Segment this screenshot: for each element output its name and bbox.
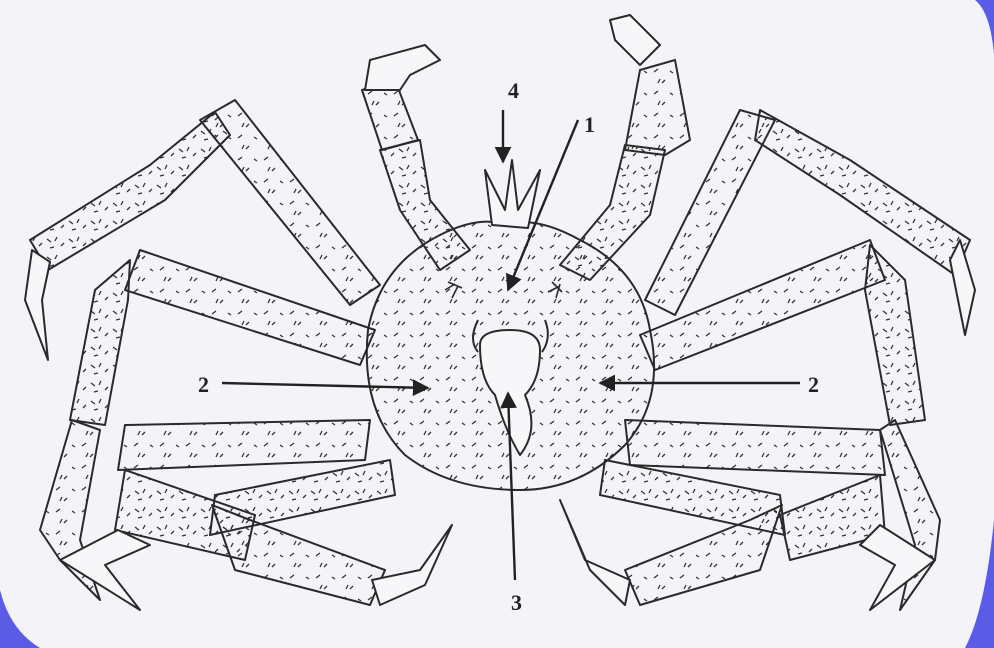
label-4: 4 xyxy=(508,78,519,103)
right-leg-3-segment-a xyxy=(625,420,885,475)
label-3: 3 xyxy=(511,590,522,615)
label-2-right: 2 xyxy=(808,372,819,397)
label-1: 1 xyxy=(584,112,595,137)
label-2-left: 2 xyxy=(198,372,209,397)
